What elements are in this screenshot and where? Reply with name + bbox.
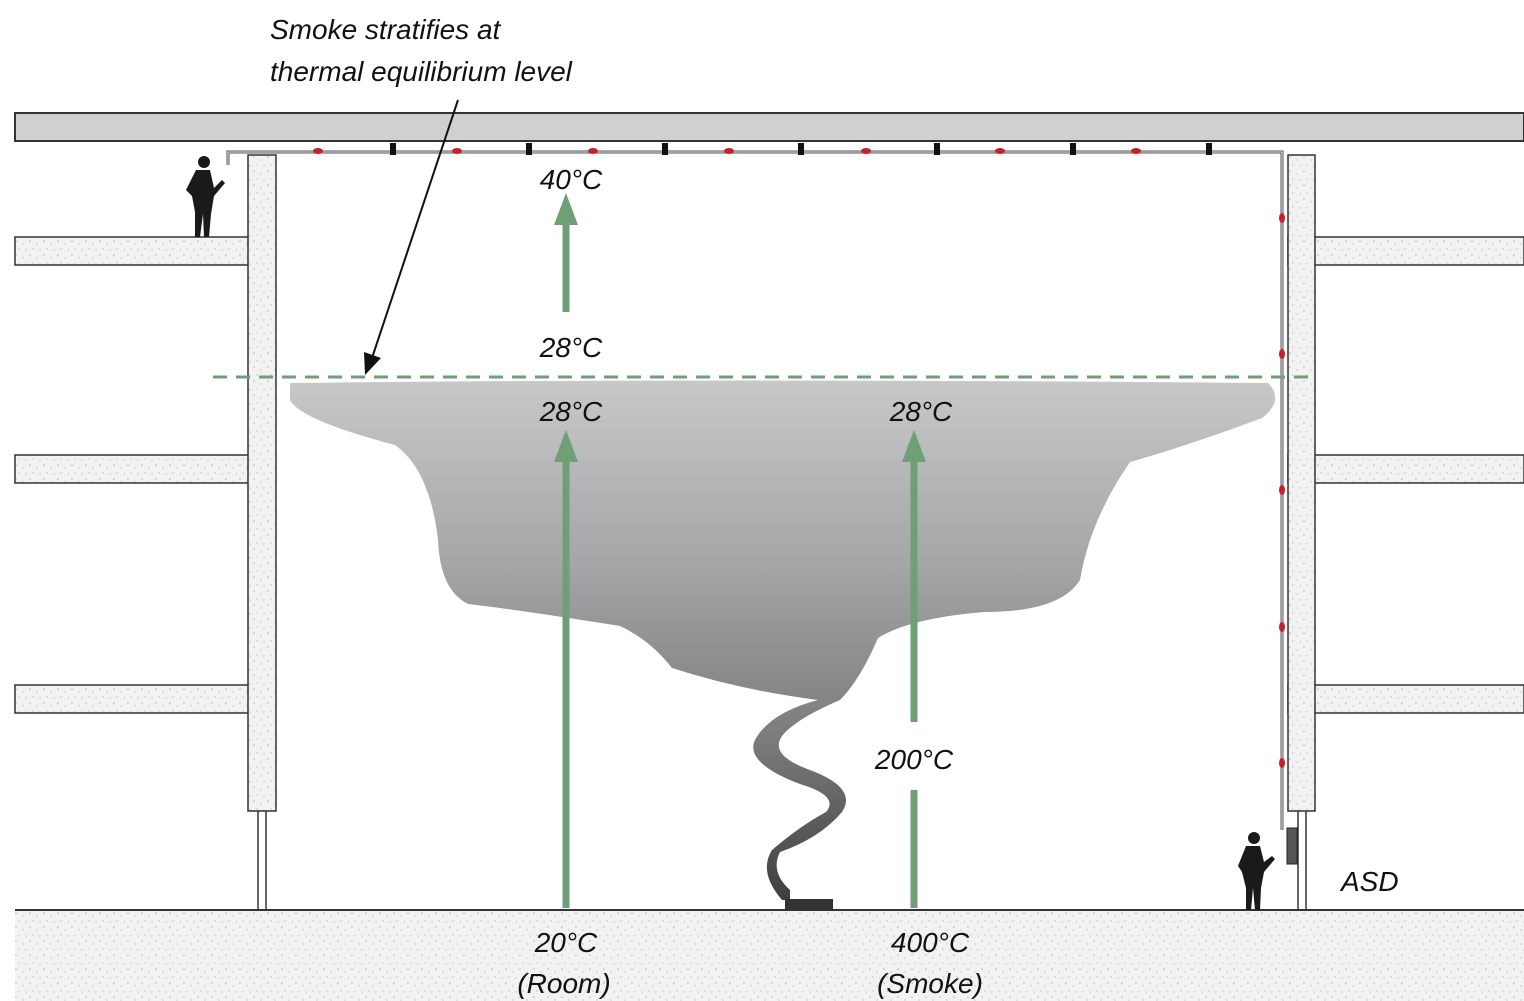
- pipe-supports: [390, 143, 1212, 155]
- fire-source: [785, 899, 833, 910]
- right-column: [1287, 154, 1316, 812]
- upper-arrow: [554, 193, 578, 312]
- person-at-asd-icon: [1238, 832, 1275, 910]
- smoke-caption: (Smoke): [877, 968, 983, 999]
- above-layer-temp-label: 28°C: [539, 332, 603, 363]
- asd-unit-icon: [1286, 827, 1298, 865]
- person-on-upper-floor-icon: [186, 156, 225, 237]
- annotation-arrowhead: [364, 352, 381, 375]
- annotation-line-1: Smoke stratifies at: [270, 14, 501, 45]
- annotation-pointer: [371, 99, 459, 359]
- smoke-arrow: [902, 430, 926, 908]
- room-temp-label: 20°C: [534, 927, 598, 958]
- left-floors: [14, 236, 276, 714]
- layer-left-temp-label: 28°C: [539, 396, 603, 427]
- ceiling-temp-label: 40°C: [539, 164, 603, 195]
- annotation-line-2: thermal equilibrium level: [270, 56, 572, 87]
- plume-mid-temp-label: 200°C: [874, 744, 954, 775]
- room-caption: (Room): [517, 968, 611, 999]
- right-floors: [1287, 236, 1524, 714]
- left-column: [247, 154, 277, 812]
- floor-slab: [15, 910, 1524, 1001]
- ceiling-slab: [14, 112, 1524, 142]
- smoke-plume: [290, 380, 1276, 900]
- layer-right-temp-label: 28°C: [889, 396, 953, 427]
- room-air-arrow: [554, 430, 578, 908]
- smoke-temp-label: 400°C: [890, 927, 970, 958]
- asd-label: ASD: [1341, 866, 1399, 897]
- sampling-holes: [313, 148, 1285, 768]
